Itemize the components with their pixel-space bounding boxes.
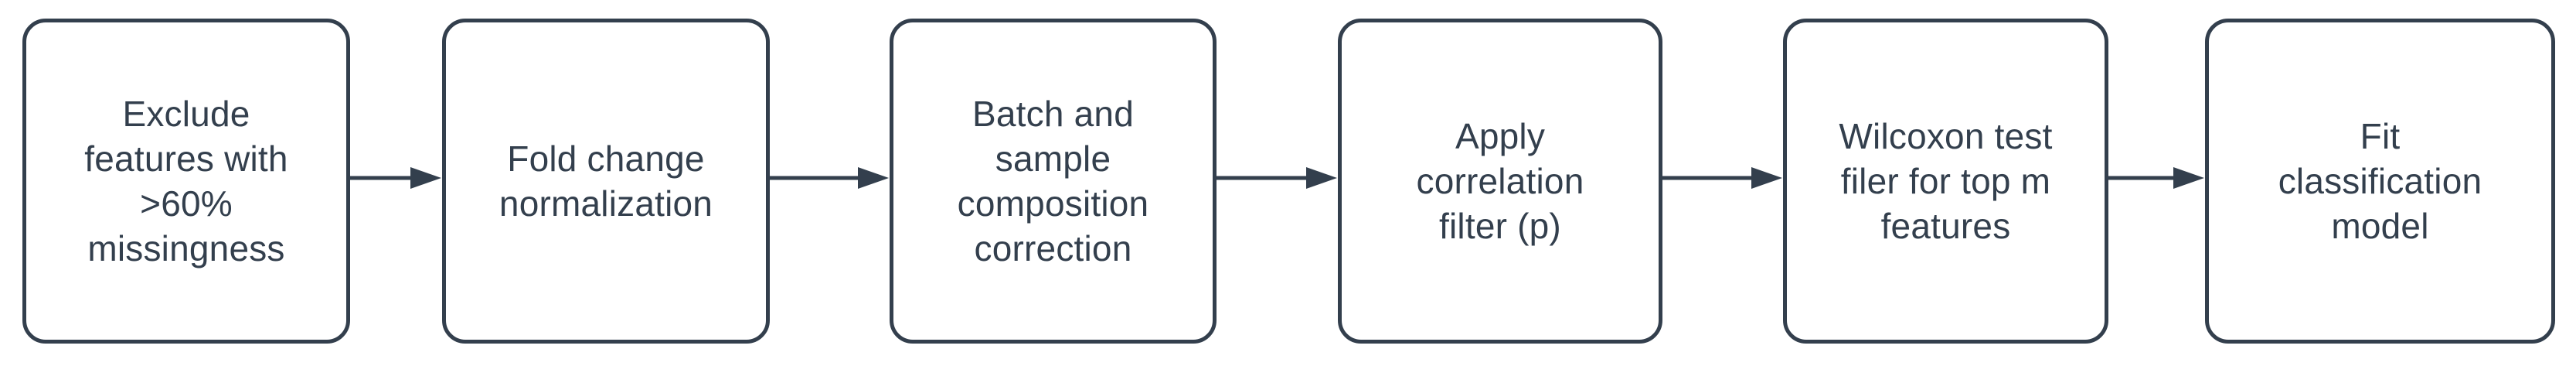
node-label: Fold change normalization [499,139,713,224]
batch-sample-composition-correction-step[interactable]: Batch and sample composition correction [890,19,1217,344]
arrow-node3-to-node4 [1217,162,1338,193]
arrow-node4-to-node5 [1662,162,1783,193]
arrow-icon [1217,167,1337,189]
arrow-node1-to-node2 [350,162,442,193]
wilcoxon-test-filter-step[interactable]: Wilcoxon test filer for top m features [1783,19,2108,344]
arrow-icon [350,167,441,189]
fit-classification-model-step[interactable]: Fit classification model [2205,19,2555,344]
node-label: Apply correlation filter (p) [1416,116,1584,246]
arrow-icon [770,167,889,189]
arrow-node5-to-node6 [2108,162,2205,193]
arrow-icon [2108,167,2204,189]
node-label: Fit classification model [2278,116,2482,246]
node-label: Batch and sample composition correction [957,94,1149,269]
node-label: Exclude features with >60% missingness [84,94,288,269]
arrow-node2-to-node3 [770,162,890,193]
fold-change-normalization-step[interactable]: Fold change normalization [442,19,770,344]
exclude-missingness-step[interactable]: Exclude features with >60% missingness [22,19,350,344]
apply-correlation-filter-step[interactable]: Apply correlation filter (p) [1338,19,1662,344]
node-label: Wilcoxon test filer for top m features [1839,116,2053,246]
arrow-icon [1662,167,1782,189]
